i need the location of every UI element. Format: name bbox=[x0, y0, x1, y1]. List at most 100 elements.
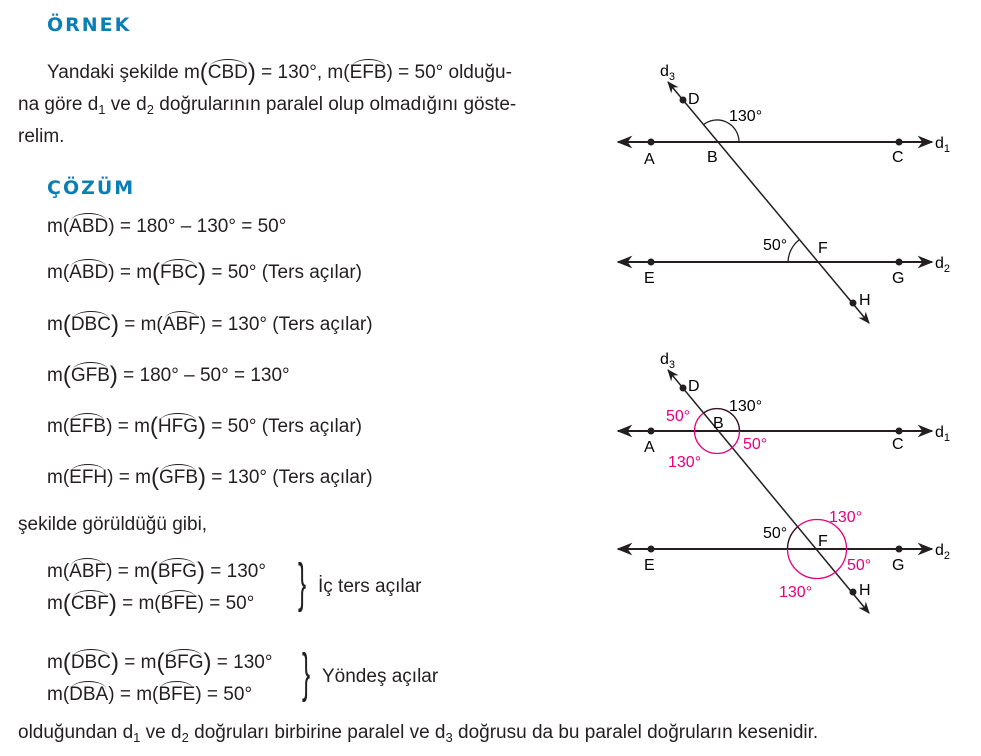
group-1-label: İç ters açılar bbox=[318, 576, 422, 597]
label-f: F bbox=[818, 533, 828, 550]
point-c bbox=[895, 138, 903, 146]
angle: GFB bbox=[158, 464, 199, 488]
text: = 130° bbox=[204, 561, 266, 582]
point-g bbox=[895, 545, 903, 553]
label-b: B bbox=[707, 149, 718, 166]
point-e bbox=[647, 258, 655, 266]
group-2-label: Yöndeş açılar bbox=[322, 666, 439, 687]
angle: ABD bbox=[69, 213, 109, 237]
line-d3 bbox=[667, 369, 870, 614]
label-130: 130° bbox=[729, 398, 762, 415]
subscript: 1 bbox=[98, 102, 106, 117]
angle: FBC bbox=[160, 259, 199, 283]
angle: CBF bbox=[70, 590, 109, 614]
angle-arc-50 bbox=[787, 239, 800, 263]
solution-step-1: m(ABD) = 180° – 130° = 50° bbox=[47, 213, 287, 237]
label-d1: d1 bbox=[935, 135, 950, 155]
angle-arc-130-given bbox=[702, 407, 741, 432]
point-a bbox=[647, 138, 655, 146]
point-d bbox=[679, 96, 687, 104]
solution-step-4: m(GFB) = 180° – 50° = 130° bbox=[47, 362, 290, 389]
point-d bbox=[679, 384, 687, 392]
subscript: 2 bbox=[146, 102, 154, 117]
label-c: C bbox=[892, 436, 904, 453]
label-b: B bbox=[713, 415, 724, 432]
angle-arc-50-given bbox=[786, 526, 799, 550]
text: = 50° bbox=[206, 262, 257, 283]
text: = 180° – 50° = 130° bbox=[117, 365, 290, 386]
point-h bbox=[849, 588, 857, 596]
note: (Ters açılar) bbox=[266, 467, 373, 488]
right-brace: } bbox=[298, 553, 307, 613]
angle: BFG bbox=[164, 649, 204, 673]
label-50: 50° bbox=[763, 237, 787, 254]
angle: DBC bbox=[70, 311, 111, 335]
right-brace: } bbox=[302, 643, 311, 703]
note: (Ters açılar) bbox=[256, 416, 362, 437]
point-e bbox=[647, 545, 655, 553]
paren: ( bbox=[199, 59, 208, 86]
point-c bbox=[895, 427, 903, 435]
label-d3: d3 bbox=[660, 351, 675, 371]
label-e: E bbox=[644, 557, 655, 574]
point-g bbox=[895, 258, 903, 266]
label-50: 50° bbox=[763, 525, 787, 542]
solution-step-3: m(DBC) = m(ABF) = 130° (Ters açılar) bbox=[47, 311, 373, 338]
label-b-bottom-right: 50° bbox=[743, 436, 767, 453]
angle: BFE bbox=[160, 590, 198, 614]
label-130: 130° bbox=[729, 108, 762, 125]
note: (Ters açılar) bbox=[267, 314, 373, 335]
label-d: D bbox=[688, 91, 700, 108]
angle-cbd: CBD bbox=[207, 59, 248, 83]
text: = 50° bbox=[201, 684, 253, 705]
label-h: H bbox=[859, 582, 871, 599]
angle-efb: EFB bbox=[349, 59, 387, 83]
example-line-1: Yandaki şekilde m(CBD) = 130°, m(EFB) = … bbox=[47, 59, 512, 86]
line-d3 bbox=[667, 81, 870, 324]
figure-top: d3 D 130° d1 A B C 50° F d2 E G H bbox=[616, 63, 950, 324]
angle: ABD bbox=[69, 259, 109, 283]
angle: GFB bbox=[70, 362, 110, 386]
label-f-top-right: 130° bbox=[829, 509, 862, 526]
text: = 50° bbox=[203, 593, 255, 614]
text: = 130° bbox=[211, 652, 273, 673]
label-e: E bbox=[644, 270, 655, 287]
example-line-2: na göre d1 ve d2 doğrularının paralel ol… bbox=[18, 94, 516, 116]
label-g: G bbox=[892, 557, 904, 574]
angle-arc-130 bbox=[702, 119, 740, 143]
group-2-row-1: m(DBC) = m(BFG) = 130° bbox=[47, 649, 273, 676]
group-1-row-1: m(ABF) = m(BFG) = 130° bbox=[47, 558, 266, 585]
label-d1: d1 bbox=[935, 424, 950, 444]
angle: ABF bbox=[162, 311, 200, 335]
solution-step-5: m(EFB) = m(HFG) = 50° (Ters açılar) bbox=[47, 413, 362, 440]
point-h bbox=[849, 299, 857, 307]
conclusion: olduğundan d1 ve d2 doğruları birbirine … bbox=[18, 722, 818, 744]
angle: EFH bbox=[69, 464, 108, 488]
seen-text: şekilde görüldüğü gibi, bbox=[18, 514, 208, 535]
group-1-row-2: m(CBF) = m(BFE) = 50° bbox=[47, 590, 255, 617]
text: ve d bbox=[105, 94, 147, 115]
text: = 180° – 130° = 50° bbox=[114, 216, 287, 237]
label-f: F bbox=[818, 240, 828, 257]
angle: DBA bbox=[69, 681, 109, 705]
label-d3: d3 bbox=[660, 63, 675, 83]
text: = 130° bbox=[206, 467, 267, 488]
subscript: 3 bbox=[445, 730, 453, 745]
label-a: A bbox=[644, 439, 655, 456]
label-h: H bbox=[859, 292, 871, 309]
text: = 50° olduğu- bbox=[392, 62, 512, 83]
text: Yandaki şekilde m bbox=[47, 62, 200, 83]
angle: EFB bbox=[69, 413, 107, 437]
text: = 50° bbox=[206, 416, 257, 437]
text: = 130° bbox=[206, 314, 267, 335]
text: doğrularının paralel olup olmadığını gös… bbox=[153, 94, 517, 115]
paren: ) bbox=[247, 59, 256, 86]
text: na göre d bbox=[18, 94, 99, 115]
solution-heading: ÇÖZÜM bbox=[47, 177, 136, 199]
group-2-row-2: m(DBA) = m(BFE) = 50° bbox=[47, 681, 253, 705]
text: = 130°, m bbox=[255, 62, 344, 83]
figure-bottom: d3 D 130° 50° B d1 A 50° C 130° 130° 50°… bbox=[616, 351, 950, 614]
angle: BFG bbox=[157, 558, 197, 582]
label-a: A bbox=[644, 151, 655, 168]
